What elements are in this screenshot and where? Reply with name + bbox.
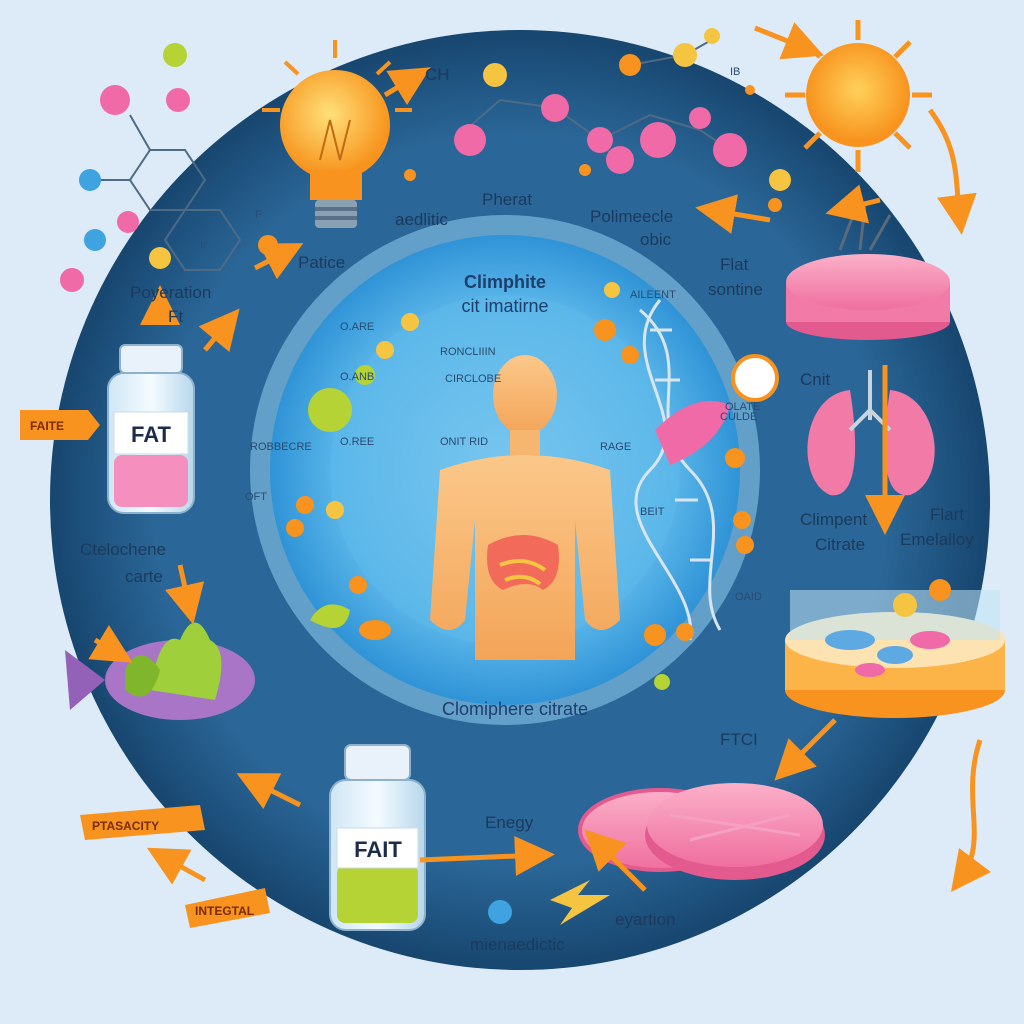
tag-faite: FAITE xyxy=(20,410,100,440)
label-f-small: F xyxy=(255,209,262,221)
label-aedlitic: aedlitic xyxy=(395,210,448,229)
svg-text:INTEGTAL: INTEGTAL xyxy=(195,904,254,918)
inner-small-label: ROBBECRE xyxy=(250,441,312,453)
inner-small-label: OAID xyxy=(735,591,762,603)
jar-fait-label: FAIT xyxy=(354,837,402,862)
center-bottom-label: Clomiphere citrate xyxy=(442,699,588,719)
label-ftcl: FTCI xyxy=(720,730,758,749)
inner-small-label: ONIT RID xyxy=(440,436,488,448)
node-bottom-blue xyxy=(488,900,512,924)
lightbulb-icon xyxy=(262,40,412,228)
fish-illustration xyxy=(65,622,255,720)
tag-integtal: INTEGTAL xyxy=(185,888,270,928)
label-flat-sontine-2: sontine xyxy=(708,280,763,299)
center-title-line1: Climphite xyxy=(464,272,546,292)
inner-small-label: OFT xyxy=(245,491,267,503)
label-mienaedic: mienaedictic xyxy=(470,935,565,954)
inner-small-label: RONCLIIIN xyxy=(440,346,496,358)
label-flat-sontine-1: Flat xyxy=(720,255,749,274)
svg-text:FAITE: FAITE xyxy=(30,419,64,433)
label-polymeecle-2: obic xyxy=(640,230,672,249)
label-ctelochene-1: Ctelochene xyxy=(80,540,166,559)
center-title-line2: cit imatirne xyxy=(461,296,548,316)
label-polymeecle-1: Polimeecle xyxy=(590,207,673,226)
label-poyeration-1: Poyeration xyxy=(130,283,211,302)
inner-small-label: RAGE xyxy=(600,441,631,453)
label-ir-small: Ir xyxy=(200,239,207,251)
label-pherat: Pherat xyxy=(482,190,532,209)
jar-fait: FAIT xyxy=(329,744,426,931)
label-climpent-1: Climpent xyxy=(800,510,867,529)
label-enegy: Enegy xyxy=(485,813,534,832)
inner-small-label: AILEENT xyxy=(630,289,676,301)
label-poyeration-2: Ft xyxy=(168,307,183,326)
lungs-icon xyxy=(807,370,935,496)
label-ib: IB xyxy=(730,66,740,78)
meat-slice-top-right xyxy=(786,204,950,340)
label-flart-2: Emelalloy xyxy=(900,530,974,549)
tag-pitasacity: PTASACITY xyxy=(80,805,205,840)
label-eyartion: eyartion xyxy=(615,910,675,929)
molecule-chain-top xyxy=(404,28,791,212)
human-body-illustration xyxy=(430,355,620,660)
sun-icon xyxy=(785,20,932,172)
inner-molecule-nodes xyxy=(286,282,779,690)
petri-dish xyxy=(785,579,1005,718)
molecule-structure-topleft xyxy=(60,43,278,292)
cycle-arrows xyxy=(88,22,991,893)
label-patice: Patice xyxy=(298,253,345,272)
lightning-icon xyxy=(550,880,610,925)
inner-small-labels: O.ARE RONCLIIIN O.ANB CIRCLOBE ROBBECRE O.REE… xyxy=(245,289,762,603)
meat-slices-bottom xyxy=(578,783,825,880)
inner-small-label: O.ARE xyxy=(340,321,374,333)
label-ctelochene-2: carte xyxy=(125,567,163,586)
label-cnit: Cnit xyxy=(800,370,831,389)
label-climpent-2: Citrate xyxy=(815,535,865,554)
svg-text:PTASACITY: PTASACITY xyxy=(92,819,159,833)
label-ch: CH xyxy=(425,65,450,84)
label-flart-1: Flart xyxy=(930,505,964,524)
inner-small-label: CULDE xyxy=(720,411,757,423)
inner-small-label: O.ANB xyxy=(340,371,374,383)
jar-fat: FAT xyxy=(107,344,195,514)
inner-small-label: OLATE xyxy=(725,401,760,413)
jar-fat-label: FAT xyxy=(131,422,171,447)
inner-small-label: O.REE xyxy=(340,436,374,448)
inner-small-label: CIRCLOBE xyxy=(445,373,501,385)
inner-small-label: BEIT xyxy=(640,506,665,518)
